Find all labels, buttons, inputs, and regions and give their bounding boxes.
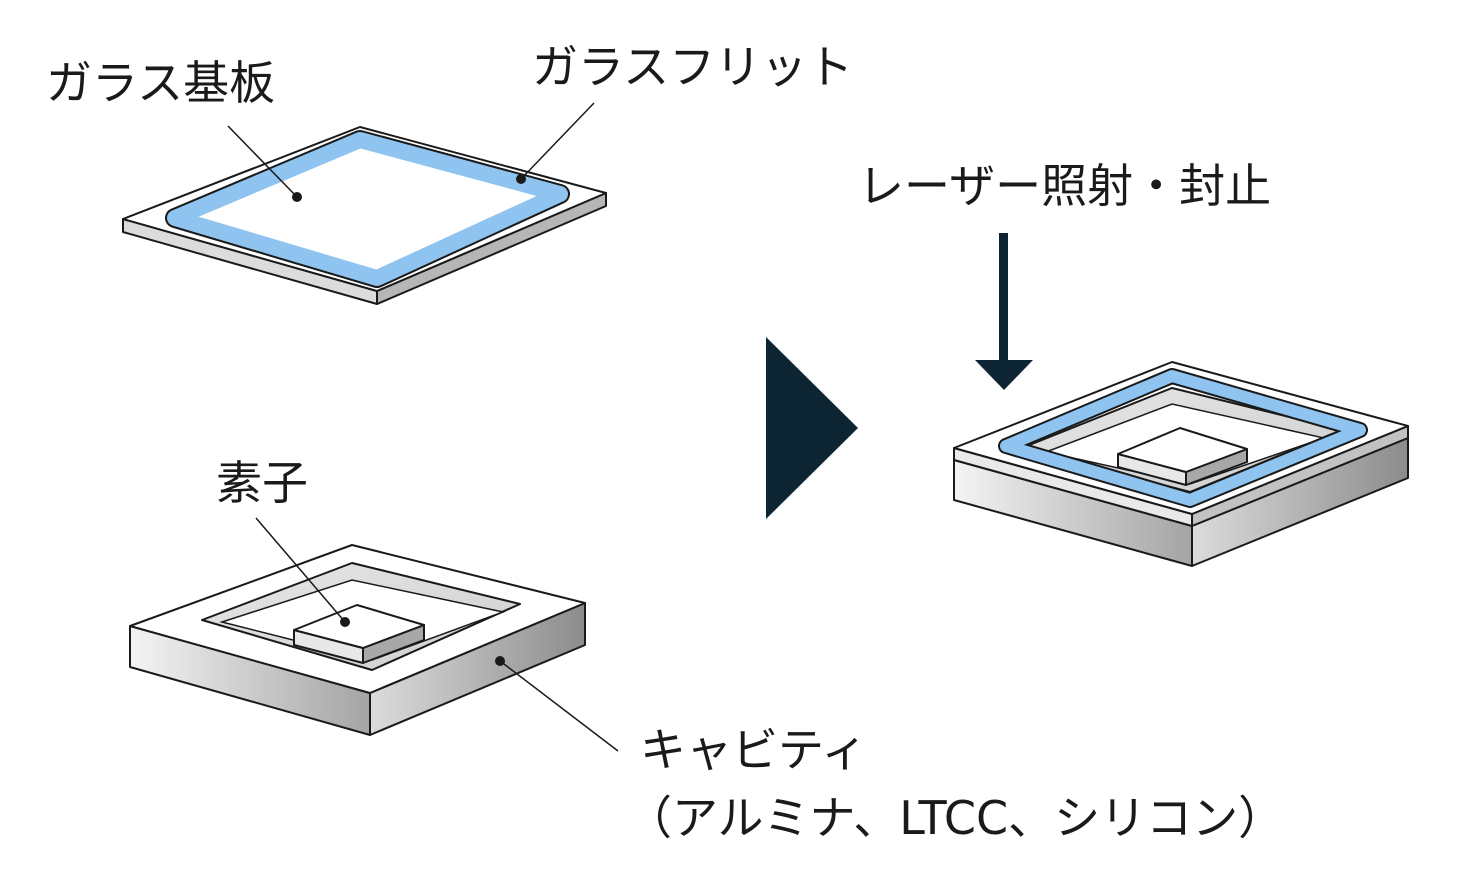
triangle-right-icon xyxy=(766,337,858,519)
cavity-group xyxy=(129,544,586,736)
glass-substrate-group xyxy=(122,126,607,305)
arrow-down-icon xyxy=(975,233,1033,390)
glass-substrate-leader xyxy=(227,125,298,198)
cavity-leader xyxy=(499,660,619,752)
element-leader xyxy=(255,517,346,623)
glass-substrate-label: ガラス基板 xyxy=(46,56,275,110)
sealed-chip-top xyxy=(1117,427,1248,473)
glass-frit-ring-fill xyxy=(167,132,568,286)
element-label: 素子 xyxy=(216,456,308,510)
sealed-frit-ring-fill xyxy=(1000,370,1366,506)
sealed-package-group xyxy=(953,361,1409,567)
laser-label: レーザー照射・封止 xyxy=(858,159,1271,213)
element-chip-top xyxy=(293,604,425,649)
cavity-material-label: （アルミナ、LTCC、シリコン） xyxy=(626,791,1284,845)
cavity-label: キャビティ xyxy=(640,723,867,777)
glass-frit-label: ガラスフリット xyxy=(532,40,853,94)
glass-frit-leader xyxy=(520,102,595,180)
